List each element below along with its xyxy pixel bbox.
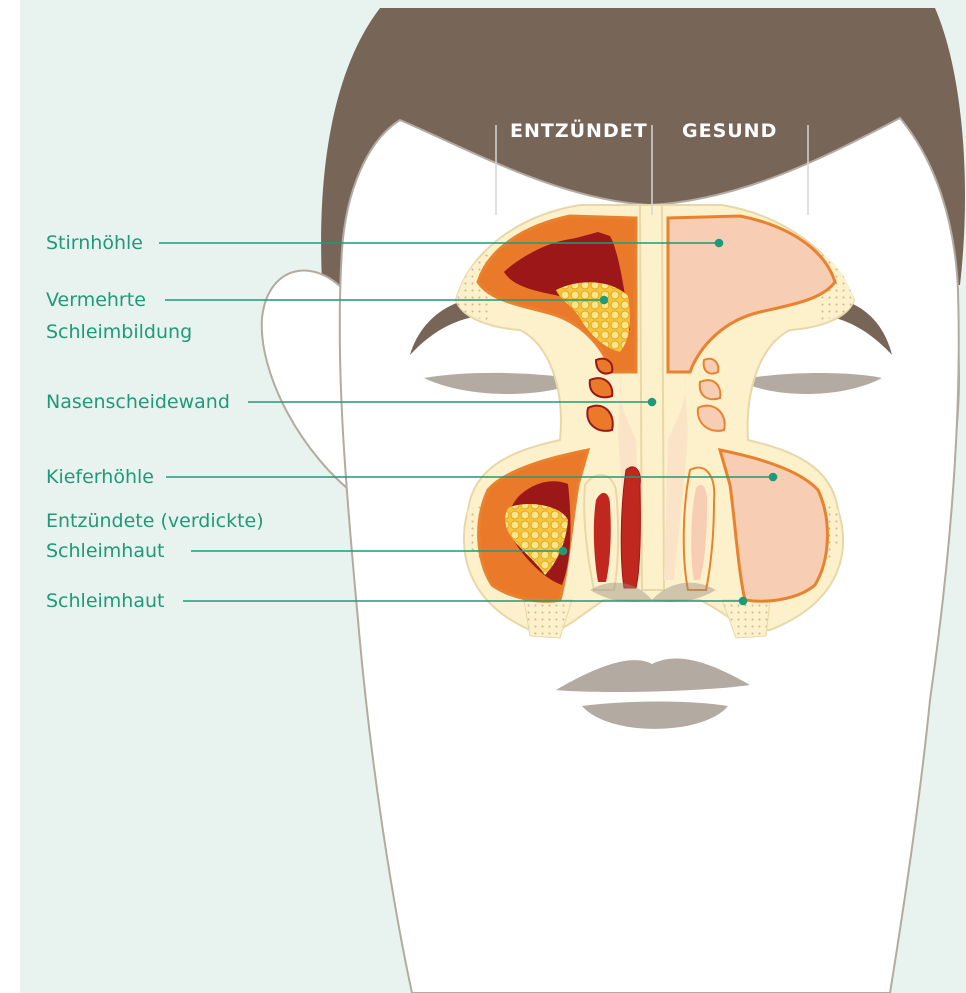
ethmoid-cell-right-2 <box>700 380 721 399</box>
leader-dot-nasenscheidewand <box>649 399 656 406</box>
leader-dot-kieferhoehle <box>770 474 777 481</box>
header-healthy: GESUND <box>682 120 777 142</box>
label-stirnhoehle: Stirnhöhle <box>46 229 143 257</box>
label-entzuendete-line1: Entzündete (verdickte) <box>46 507 264 535</box>
turbinate-left-inner <box>594 493 611 582</box>
label-schleimhaut: Schleimhaut <box>46 587 164 615</box>
turbinate-left-mid <box>621 467 640 588</box>
label-nasenscheidewand: Nasenscheidewand <box>46 388 230 416</box>
label-kieferhoehle: Kieferhöhle <box>46 463 154 491</box>
label-entzuendete-line2: Schleimhaut <box>46 537 164 565</box>
label-vermehrte-line1: Vermehrte <box>46 286 146 314</box>
leader-dot-schleimhaut <box>740 598 747 605</box>
label-vermehrte-line2: Schleimbildung <box>46 318 192 346</box>
header-inflamed: ENTZÜNDET <box>510 120 648 142</box>
ethmoid-cell-right-1 <box>704 359 719 374</box>
leader-dot-stirnhoehle <box>716 240 723 247</box>
leader-dot-vermehrte <box>601 297 608 304</box>
nasal-septum <box>640 205 664 590</box>
leader-dot-entzuendete <box>560 548 567 555</box>
